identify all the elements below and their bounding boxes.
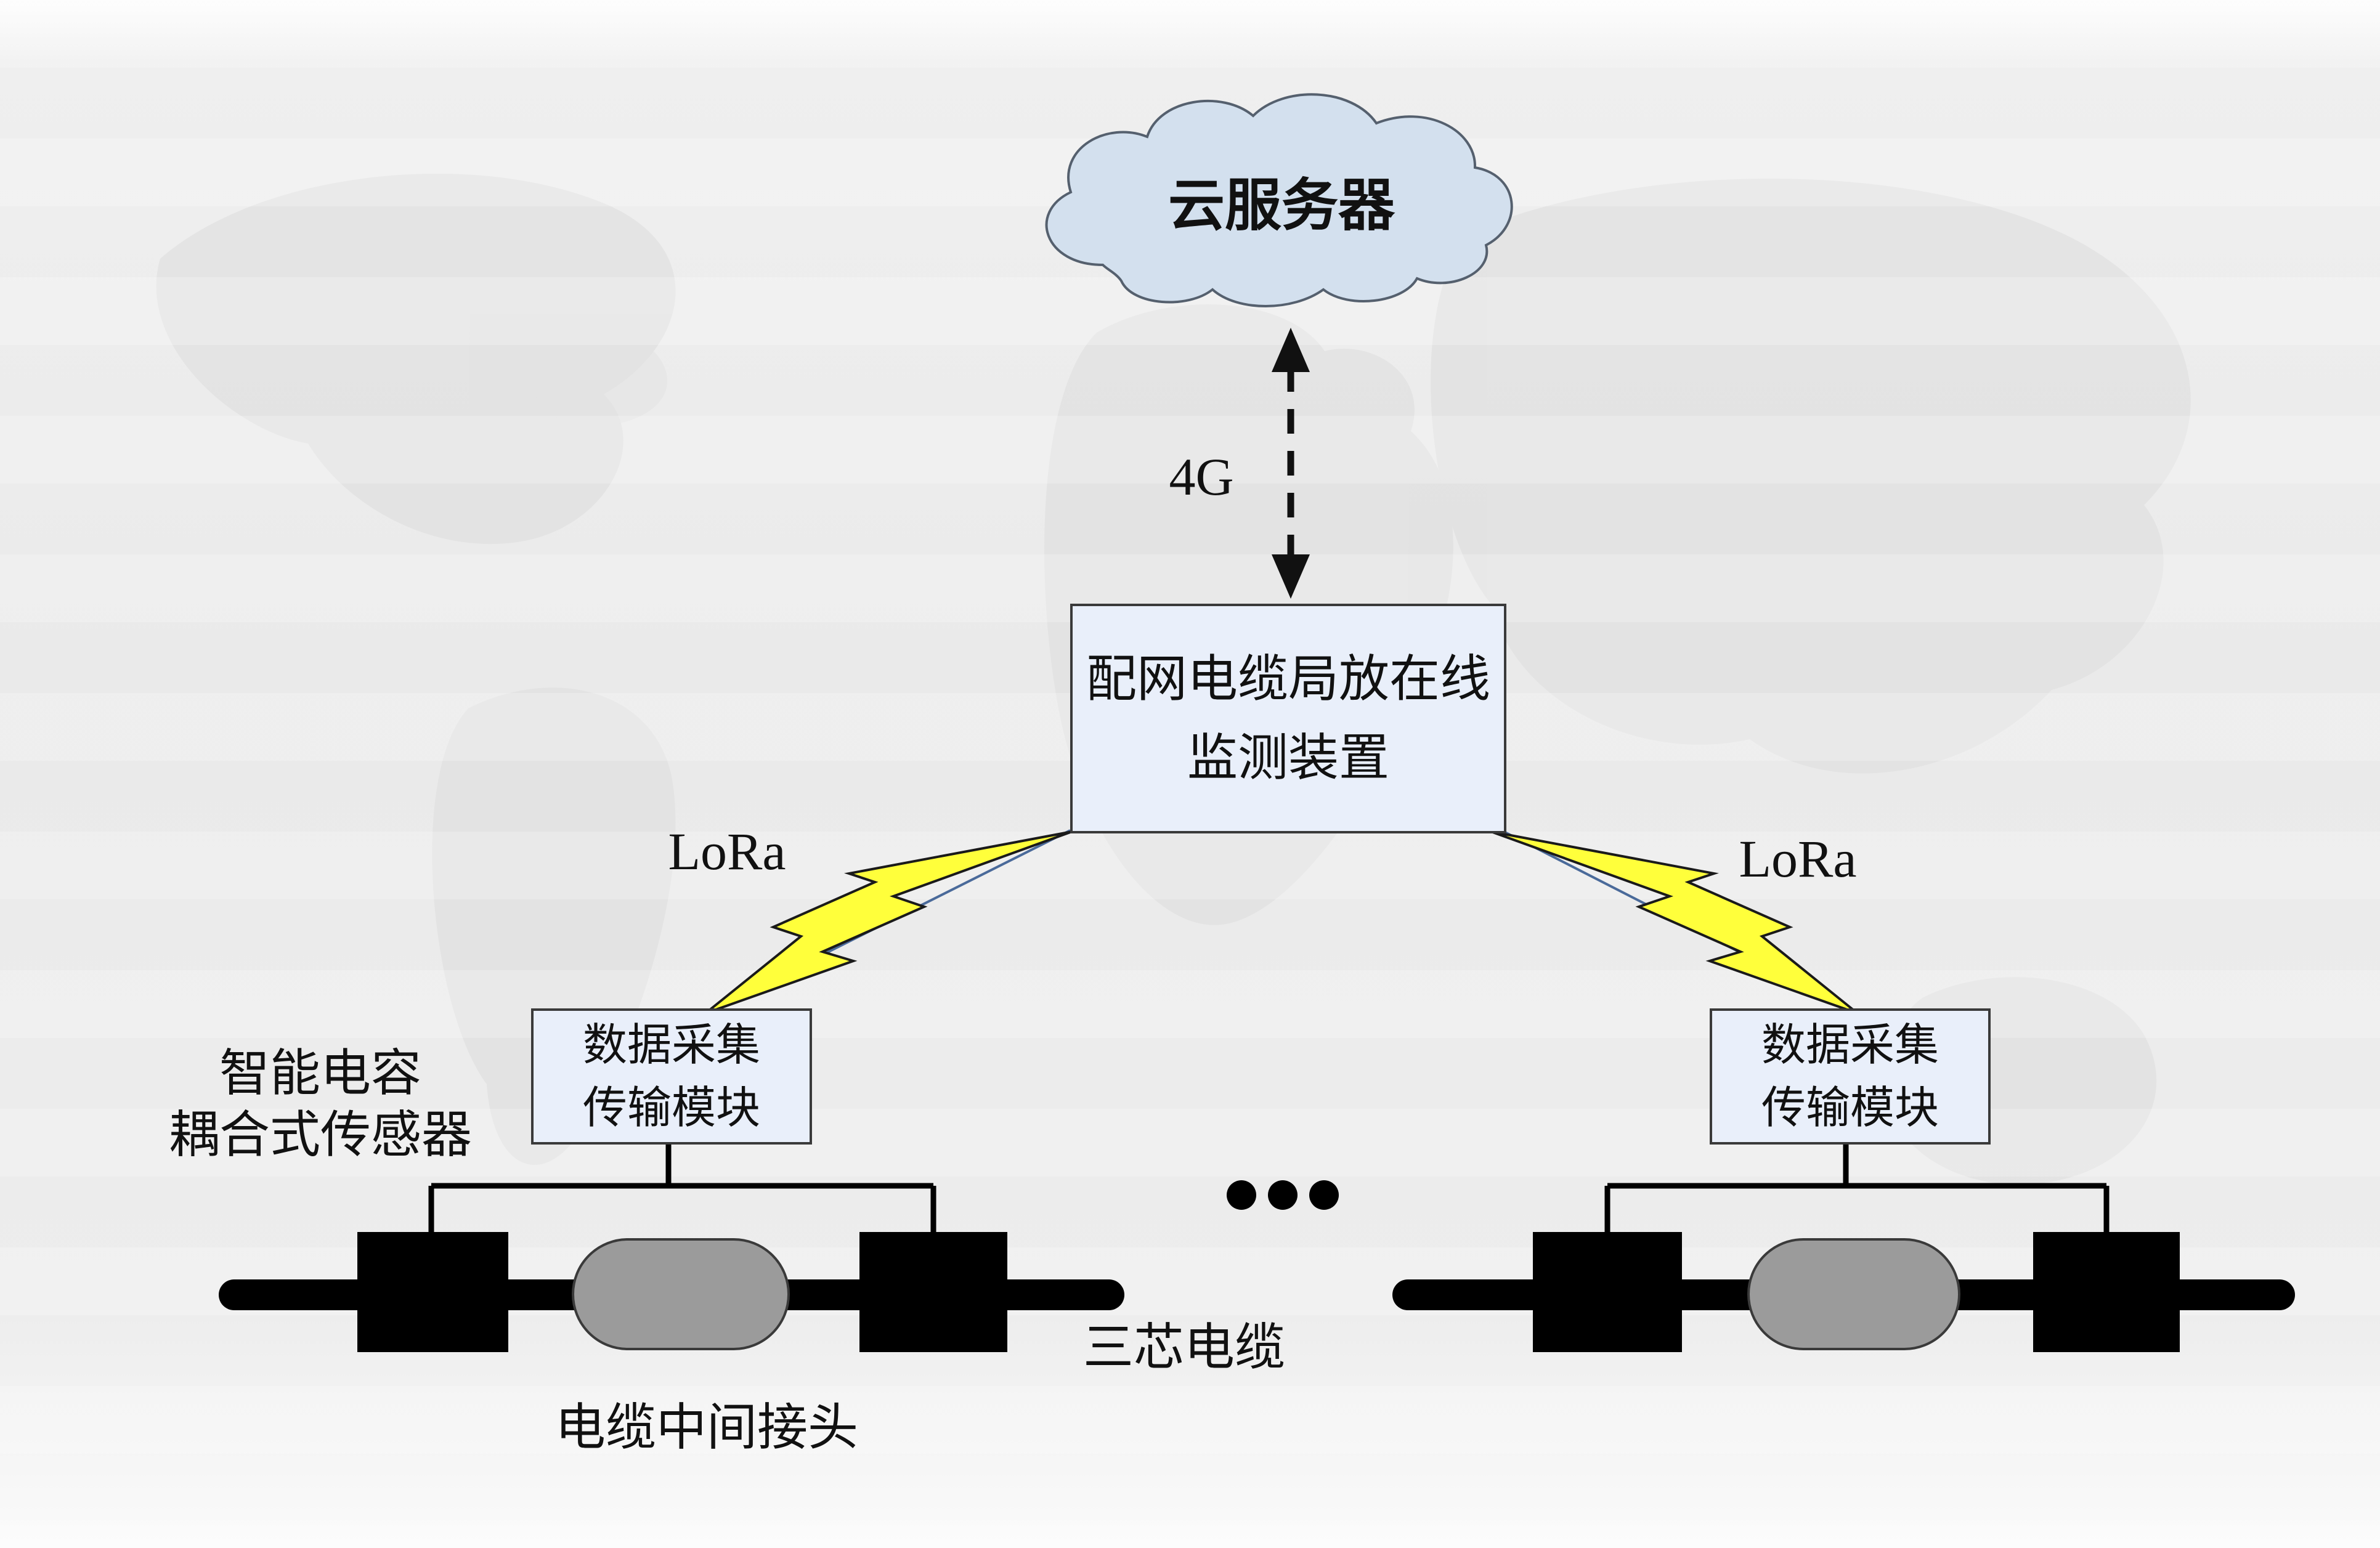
data-module-left-box: 数据采集 传输模块 xyxy=(531,1008,812,1145)
cloud-icon xyxy=(1045,93,1513,307)
monitor-device-box: 配网电缆局放在线 监测装置 xyxy=(1070,604,1506,833)
4g-arrow-icon xyxy=(1272,328,1310,599)
monitor-device-line1: 配网电缆局放在线 xyxy=(1086,650,1490,707)
data-module-right-line2: 传输模块 xyxy=(1761,1083,1939,1133)
sensor-label-line2: 耦合式传感器 xyxy=(168,1107,472,1164)
monitor-device-line2: 监测装置 xyxy=(1187,729,1389,786)
cloud-server-label: 云服务器 xyxy=(1168,174,1395,237)
cable-sensor-block xyxy=(1533,1232,1682,1352)
cable-assembly-right xyxy=(1392,1232,2295,1352)
cable-sensor-block xyxy=(2033,1232,2180,1352)
data-module-right-box: 数据采集 传输模块 xyxy=(1710,1008,1991,1145)
cable-sensor-block xyxy=(357,1232,508,1352)
cable-joint-label: 电缆中间接头 xyxy=(554,1400,858,1456)
lora-right-label: LoRa xyxy=(1739,829,1857,888)
cable-joint xyxy=(1747,1238,1960,1350)
sensor-label-line1: 智能电容 xyxy=(219,1045,421,1101)
data-module-right-line1: 数据采集 xyxy=(1761,1020,1939,1070)
cable-sensor-block xyxy=(859,1232,1007,1352)
cable-connector-left xyxy=(428,1140,936,1233)
three-core-cable-label: 三芯电缆 xyxy=(1082,1319,1285,1376)
cable-joint xyxy=(572,1238,790,1350)
cable-connector-right xyxy=(1604,1140,2110,1233)
sensor-label: 智能电容 耦合式传感器 xyxy=(111,1043,530,1166)
ellipsis-icon xyxy=(1227,1180,1339,1210)
data-module-left-line2: 传输模块 xyxy=(582,1083,760,1133)
cable-assembly-left xyxy=(219,1232,1124,1352)
lora-left-label: LoRa xyxy=(668,822,786,881)
data-module-left-line1: 数据采集 xyxy=(582,1020,760,1070)
4g-link-label: 4G xyxy=(1169,447,1234,506)
